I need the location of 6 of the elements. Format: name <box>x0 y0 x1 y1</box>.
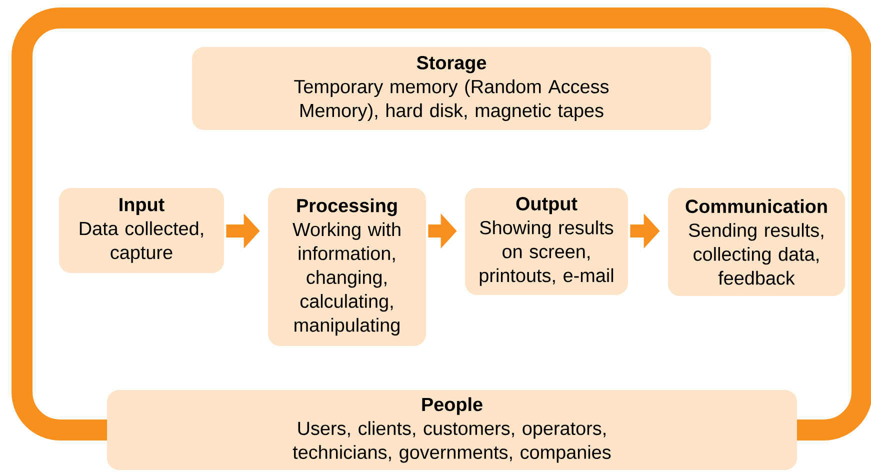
process-box: Communication Sending results, collecting data, feedback <box>668 188 845 296</box>
process-box: Input Data collected, capture <box>59 188 224 273</box>
process-box: Processing Working with information, changing, calculating, manipulating <box>268 188 426 346</box>
process-box: Storage Temporary memory (Random Access Memory), hard disk, magnetic tapes <box>192 47 711 130</box>
process-box: Output Showing results on screen, printouts, e-mail <box>465 188 628 295</box>
process-box: People Users, clients, customers, operators, technicians, governments, companies <box>107 390 797 470</box>
